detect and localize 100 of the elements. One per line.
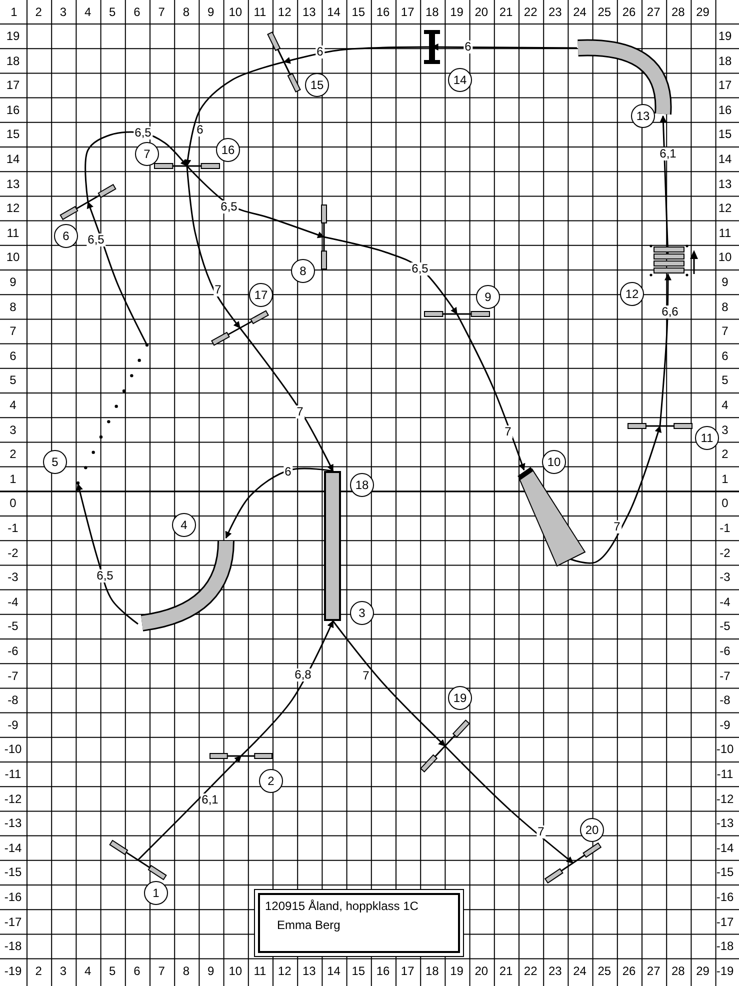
grid-number: 15 xyxy=(717,127,733,142)
distance-label: 7 xyxy=(296,406,304,418)
obstacle-number: 9 xyxy=(476,285,500,309)
distance-label: 6 xyxy=(284,466,292,478)
obstacle-number: 6 xyxy=(54,224,78,248)
grid-number: 28 xyxy=(670,964,686,978)
grid-number: 18 xyxy=(424,5,440,19)
grid-number: 13 xyxy=(717,176,733,191)
distance-label: 6 xyxy=(316,46,324,58)
grid-number: 26 xyxy=(621,5,637,19)
grid-number: 10 xyxy=(717,250,733,264)
grid-number: 19 xyxy=(449,964,464,978)
course-title: 120915 Åland, hoppklass 1C xyxy=(265,899,418,913)
obstacle-number: 7 xyxy=(135,142,159,166)
grid-number: -5 xyxy=(6,619,20,634)
grid-number: 1 xyxy=(10,5,18,19)
grid-number: 25 xyxy=(596,964,612,978)
course-arrow xyxy=(456,314,526,471)
distance-label: 6,5 xyxy=(220,200,238,214)
jump-hurdle xyxy=(109,840,167,880)
grid-number: 7 xyxy=(8,324,18,338)
grid-number: -11 xyxy=(4,767,22,781)
grid-number: 24 xyxy=(572,964,588,978)
grid-number: 10 xyxy=(5,250,21,264)
jump-hurdle xyxy=(267,31,301,93)
grid-number: -13 xyxy=(3,816,23,830)
jump-hurdle xyxy=(321,204,327,270)
grid-number: 12 xyxy=(5,201,21,216)
course-arrow xyxy=(332,620,446,747)
distance-label: 7 xyxy=(504,426,512,438)
obstacle-number: 14 xyxy=(448,68,472,92)
grid-number: 10 xyxy=(228,5,244,19)
grid-number: 8 xyxy=(182,964,191,978)
grid-number: 9 xyxy=(206,964,216,978)
obstacle-number: 17 xyxy=(249,283,273,307)
course-arrow xyxy=(660,115,669,256)
grid-number: 9 xyxy=(720,275,730,289)
weave-poles xyxy=(76,343,149,485)
grid-number: 0 xyxy=(720,496,730,510)
grid-number: 21 xyxy=(498,5,514,19)
grid-number: -1 xyxy=(718,521,732,535)
author-name: Emma Berg xyxy=(277,918,340,932)
obstacle-number: 12 xyxy=(620,282,644,306)
grid-number: 3 xyxy=(720,422,730,437)
grid-number: 9 xyxy=(206,5,216,19)
grid-number: 21 xyxy=(498,964,514,978)
grid-number: 29 xyxy=(695,5,710,19)
distance-label: 6 xyxy=(196,124,204,136)
jump-hurdle xyxy=(544,842,602,884)
grid-number: 29 xyxy=(695,964,710,978)
grid-number: 14 xyxy=(326,5,342,19)
grid-number: 6 xyxy=(132,964,142,978)
grid-number: -3 xyxy=(718,570,732,584)
distance-label: 7 xyxy=(362,670,370,682)
distance-label: 7 xyxy=(214,284,222,296)
grid-number: 20 xyxy=(474,5,490,19)
obstacle-number: 16 xyxy=(216,138,240,162)
distance-label: 6,5 xyxy=(410,262,430,276)
grid-number: 3 xyxy=(8,422,18,437)
obstacle-number: 5 xyxy=(43,450,67,474)
obstacle-number: 4 xyxy=(172,513,196,537)
obstacle-number: 2 xyxy=(259,769,283,793)
grid-number: 2 xyxy=(720,447,730,462)
grid-number: 6 xyxy=(8,348,18,363)
grid-number: 11 xyxy=(718,226,732,240)
grid-number: 18 xyxy=(5,54,21,68)
distance-label: 6,5 xyxy=(86,234,106,246)
obstacle-number: 3 xyxy=(350,601,374,625)
distance-label: 6,5 xyxy=(134,126,152,140)
grid-number: 5 xyxy=(8,373,18,388)
distance-label: 6,1 xyxy=(200,794,220,806)
grid-number: 17 xyxy=(400,964,416,978)
obstacle-number: 10 xyxy=(542,450,566,474)
grid-number: 15 xyxy=(5,127,21,142)
obstacle-number: 15 xyxy=(305,73,329,97)
grid-number: 12 xyxy=(276,5,292,19)
jump-hurdle xyxy=(420,719,470,773)
course-arrow xyxy=(137,755,242,861)
grid-number: 27 xyxy=(646,5,662,19)
grid-number: 0 xyxy=(8,496,18,510)
grid-number: 13 xyxy=(302,5,317,19)
grid-number: 13 xyxy=(302,964,317,978)
jump-hurdle xyxy=(60,184,116,220)
distance-label: 6,1 xyxy=(658,148,678,160)
grid-number: -14 xyxy=(715,840,735,855)
grid-number: 7 xyxy=(157,5,166,19)
grid-number: 12 xyxy=(276,964,292,978)
obstacle-number: 19 xyxy=(448,686,472,710)
tunnel xyxy=(324,471,341,621)
grid-number: 2 xyxy=(34,5,43,19)
grid-number: -7 xyxy=(718,668,732,683)
grid-number: 27 xyxy=(646,964,662,978)
grid-number: 4 xyxy=(720,398,730,412)
grid-number: -17 xyxy=(715,914,735,929)
grid-number: -18 xyxy=(3,939,23,954)
distance-label: 6,5 xyxy=(96,570,114,582)
grid-number: 16 xyxy=(375,5,391,19)
course-arrow xyxy=(186,165,325,238)
grid-number: -15 xyxy=(715,865,735,880)
grid-number: 3 xyxy=(58,964,68,978)
